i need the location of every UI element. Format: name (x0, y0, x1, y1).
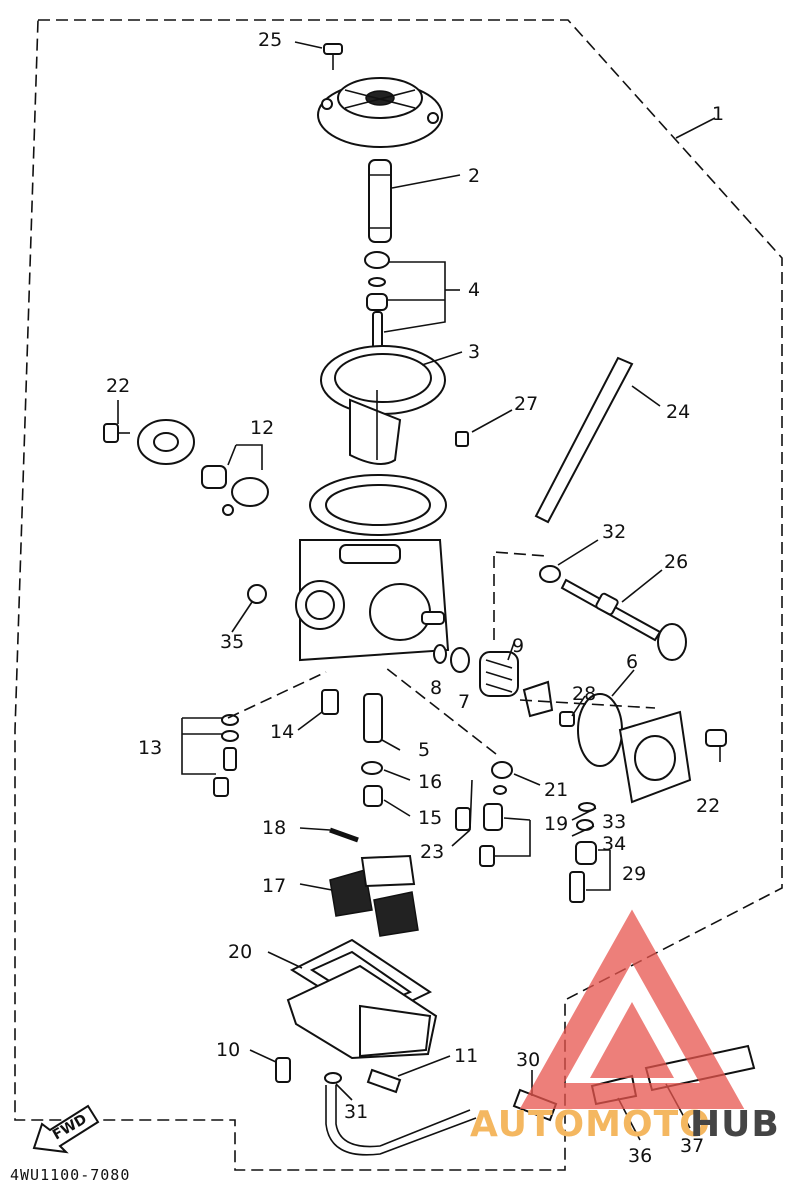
part-1-carburetor-body (295, 474, 450, 662)
part-13-jet-set (213, 714, 239, 797)
leader-lines (117, 41, 721, 1141)
part-15-main-jet (363, 785, 383, 807)
watermark-logo (519, 909, 745, 1109)
callout-26: 26 (664, 551, 688, 573)
part-26-pilot-screw (560, 578, 687, 661)
part-7-seal (450, 647, 470, 673)
part-float-bowl (286, 964, 438, 1060)
callout-8: 8 (430, 677, 442, 699)
callout-3: 3 (468, 341, 480, 363)
part-drain-hose (325, 1085, 477, 1156)
callout-34: 34 (602, 833, 626, 855)
callout-10: 10 (216, 1039, 240, 1061)
part-11-drain-screw (366, 1068, 402, 1094)
part-5-needle-jet (363, 693, 383, 743)
assembly-outline (14, 19, 783, 1171)
part-12-spring-cover (201, 465, 269, 516)
callout-19: 19 (544, 813, 568, 835)
callout-27: 27 (514, 393, 538, 415)
callout-7: 7 (458, 691, 470, 713)
part-9-spring (479, 651, 519, 697)
callout-32: 32 (602, 521, 626, 543)
callout-16: 16 (418, 771, 442, 793)
part-19-valve-set (479, 785, 507, 867)
part-cover-right (618, 710, 692, 804)
callout-36: 36 (628, 1145, 652, 1167)
part-21-cap (491, 761, 513, 779)
part-29-screw-spring (569, 841, 597, 903)
callout-13: 13 (138, 737, 162, 759)
part-25-screw (323, 43, 343, 70)
part-23-jet (455, 807, 471, 831)
watermark-text-automoto: AUTOMOTO (470, 1104, 711, 1145)
part-2-spring (368, 159, 392, 243)
part-34-o-ring (576, 819, 594, 831)
callout-15: 15 (418, 807, 442, 829)
part-22-left-screw (103, 423, 130, 443)
callout-25: 25 (258, 29, 282, 51)
part-10-screw (275, 1057, 291, 1083)
part-18-pin (329, 827, 359, 843)
callout-5: 5 (418, 739, 430, 761)
callout-4: 4 (468, 279, 480, 301)
callout-23: 23 (420, 841, 444, 863)
part-32-o-ring (539, 565, 561, 583)
part-16-washer (361, 761, 383, 775)
callout-12: 12 (250, 417, 274, 439)
watermark-text-hub: HUB (690, 1104, 780, 1145)
callout-14: 14 (270, 721, 294, 743)
callout-22-left: 22 (106, 375, 130, 397)
fwd-arrow-icon: FWD (32, 1104, 100, 1154)
callout-2: 2 (468, 165, 480, 187)
callout-37: 37 (680, 1135, 704, 1157)
part-top-cover (317, 77, 443, 148)
part-22-right-screw (705, 729, 727, 747)
part-14-plug (321, 689, 339, 715)
part-3-diaphragm (320, 345, 446, 465)
part-35-nut (247, 584, 267, 604)
part-28-bracket (522, 680, 575, 727)
callout-20: 20 (228, 941, 252, 963)
callout-1: 1 (712, 103, 724, 125)
callout-22-right: 22 (696, 795, 720, 817)
callout-21: 21 (544, 779, 568, 801)
part-24-rod (534, 356, 634, 524)
callout-9: 9 (512, 635, 524, 657)
part-17-float (329, 854, 419, 937)
callout-24: 24 (666, 401, 690, 423)
callout-18: 18 (262, 817, 286, 839)
callout-11: 11 (454, 1045, 478, 1067)
callout-30: 30 (516, 1049, 540, 1071)
part-left-cover (137, 419, 195, 465)
part-8-washer (433, 644, 447, 664)
callout-28: 28 (572, 683, 596, 705)
part-code: 4WU1100-7080 (10, 1166, 130, 1184)
callout-6: 6 (626, 651, 638, 673)
part-27-fitting (455, 431, 469, 447)
callout-29: 29 (622, 863, 646, 885)
callout-35: 35 (220, 631, 244, 653)
part-31-clip (324, 1072, 342, 1084)
callout-17: 17 (262, 875, 286, 897)
part-33-washer (578, 802, 596, 812)
callout-33: 33 (602, 811, 626, 833)
callout-31: 31 (344, 1101, 368, 1123)
